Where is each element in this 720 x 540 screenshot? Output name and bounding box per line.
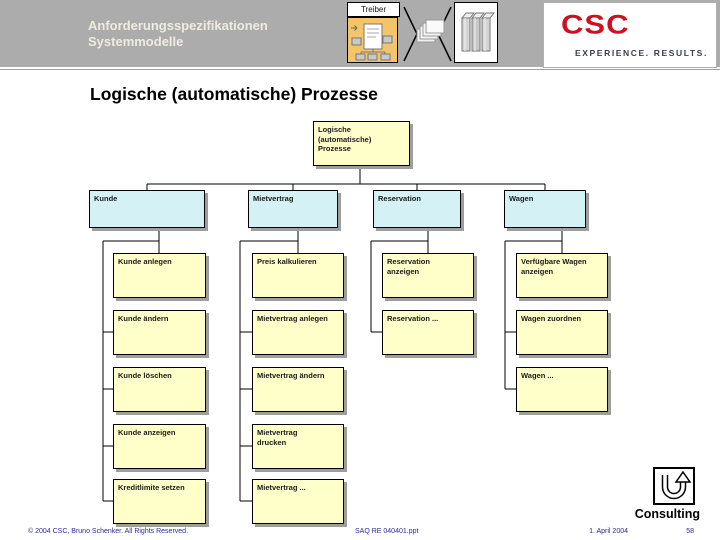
entity-box-mietvertrag: Mietvertrag: [248, 190, 338, 228]
process-box: Mietvertrag ändern: [252, 367, 344, 412]
process-box: Kunde ändern: [113, 310, 206, 355]
slide-title: Logische (automatische) Prozesse: [90, 84, 378, 104]
treiber-label: Treiber: [347, 2, 400, 17]
entity-box-kunde: Kunde: [89, 190, 205, 228]
process-box: Reservation ...: [382, 310, 474, 355]
header-band: Anforderungsspezifikationen Systemmodell…: [0, 0, 720, 68]
csc-tagline: EXPERIENCE. RESULTS.: [575, 48, 708, 58]
entity-box-reservation: Reservation: [373, 190, 461, 228]
header-divider: [0, 69, 720, 70]
csc-logo-text: CSC: [561, 9, 630, 40]
header-title: Anforderungsspezifikationen Systemmodell…: [88, 18, 268, 50]
process-box: Wagen zuordnen: [516, 310, 608, 355]
process-model-icon-art: [351, 23, 393, 61]
footer-page-number: 58: [686, 528, 694, 535]
process-box: Verfügbare Wagen anzeigen: [516, 253, 608, 298]
process-box: Reservation anzeigen: [382, 253, 474, 298]
process-model-icon: [347, 17, 398, 63]
footer-copyright: © 2004 CSC, Bruno Schenker. All Rights R…: [28, 528, 189, 535]
process-box: Kunde anzeigen: [113, 424, 206, 469]
header-title-line1: Anforderungsspezifikationen: [88, 18, 268, 33]
process-box: Mietvertrag anlegen: [252, 310, 344, 355]
u-turn-arrow-icon: [653, 467, 695, 505]
consulting-label: Consulting: [634, 507, 700, 521]
process-box: Preis kalkulieren: [252, 253, 344, 298]
books-icon-art: [460, 12, 496, 52]
process-box: Wagen ...: [516, 367, 608, 412]
header-title-line2: Systemmodelle: [88, 34, 184, 49]
books-icon: [454, 2, 498, 63]
csc-logo: CSC EXPERIENCE. RESULTS.: [543, 2, 717, 68]
footer-date: 1. April 2004: [589, 528, 628, 535]
footer-filename: SAQ RE 040401.ppt: [355, 528, 419, 535]
diagram-root-box: Logische (automatische) Prozesse: [313, 121, 410, 166]
entity-box-wagen: Wagen: [504, 190, 586, 228]
process-box: Kunde löschen: [113, 367, 206, 412]
u-turn-arrow-art: [661, 470, 692, 500]
process-box: Mietvertrag drucken: [252, 424, 344, 469]
documents-funnel-icon: [403, 6, 452, 62]
process-box: Mietvertrag ...: [252, 479, 344, 524]
process-box: Kreditlimite setzen: [113, 479, 206, 524]
process-box: Kunde anlegen: [113, 253, 206, 298]
